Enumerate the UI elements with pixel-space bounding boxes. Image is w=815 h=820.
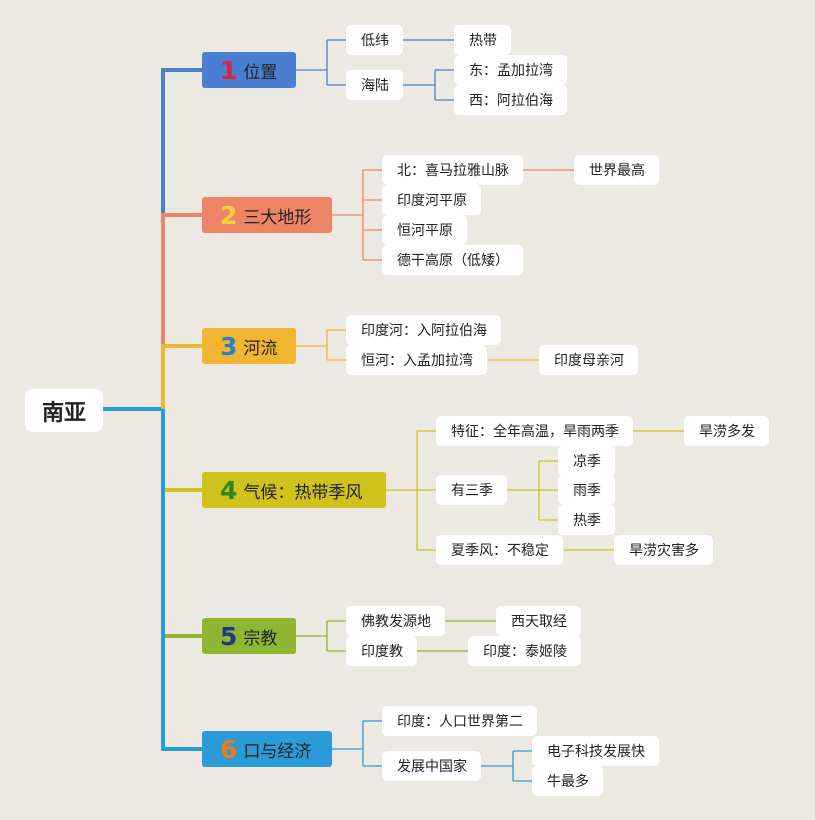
topic-location-label: 位置 bbox=[243, 62, 278, 83]
node-three-seasons[interactable]: 有三季 bbox=[436, 475, 507, 505]
topic-location[interactable]: 1 位置 bbox=[202, 52, 296, 88]
topic-population-economy-label: 口与经济 bbox=[243, 741, 312, 762]
node-indus-plain[interactable]: 印度河平原 bbox=[382, 185, 481, 215]
node-ganges-river[interactable]: 恒河：入孟加拉湾 bbox=[346, 345, 487, 375]
topic-rivers-label: 河流 bbox=[243, 338, 278, 359]
node-developing-country[interactable]: 发展中国家 bbox=[382, 751, 481, 781]
number-4: 4 bbox=[220, 475, 238, 505]
topic-religion[interactable]: 5 宗教 bbox=[202, 618, 296, 654]
node-cool-season[interactable]: 凉季 bbox=[558, 446, 615, 476]
node-east-bay-of-bengal[interactable]: 东：孟加拉湾 bbox=[454, 55, 567, 85]
number-1: 1 bbox=[220, 55, 238, 85]
root-node[interactable]: 南亚 bbox=[25, 389, 103, 432]
node-hinduism[interactable]: 印度教 bbox=[346, 636, 417, 666]
node-low-latitude[interactable]: 低纬 bbox=[346, 25, 403, 55]
node-most-cattle[interactable]: 牛最多 bbox=[532, 766, 603, 796]
number-6: 6 bbox=[220, 734, 238, 764]
node-population-second[interactable]: 印度：人口世界第二 bbox=[382, 706, 537, 736]
node-electronics[interactable]: 电子科技发展快 bbox=[532, 736, 659, 766]
topic-terrain[interactable]: 2 三大地形 bbox=[202, 197, 332, 233]
node-buddhism-origin[interactable]: 佛教发源地 bbox=[346, 606, 445, 636]
node-journey-west[interactable]: 西天取经 bbox=[496, 606, 581, 636]
node-ganges-plain[interactable]: 恒河平原 bbox=[382, 215, 467, 245]
topic-climate[interactable]: 4 气候：热带季风 bbox=[202, 472, 386, 508]
number-5: 5 bbox=[220, 621, 238, 651]
number-3: 3 bbox=[220, 331, 238, 361]
node-disasters[interactable]: 旱涝灾害多 bbox=[614, 535, 713, 565]
node-rainy-season[interactable]: 雨季 bbox=[558, 475, 615, 505]
node-west-arabian-sea[interactable]: 西：阿拉伯海 bbox=[454, 85, 567, 115]
node-north-himalayas[interactable]: 北：喜马拉雅山脉 bbox=[382, 155, 523, 185]
number-2: 2 bbox=[220, 200, 238, 230]
node-taj-mahal[interactable]: 印度：泰姬陵 bbox=[468, 636, 581, 666]
node-climate-feature[interactable]: 特征：全年高温，旱雨两季 bbox=[436, 416, 633, 446]
topic-religion-label: 宗教 bbox=[243, 628, 278, 649]
node-indus-river[interactable]: 印度河：入阿拉伯海 bbox=[346, 315, 501, 345]
node-drought-flood[interactable]: 旱涝多发 bbox=[684, 416, 769, 446]
topic-climate-label: 气候：热带季风 bbox=[243, 482, 363, 503]
topic-population-economy[interactable]: 6 口与经济 bbox=[202, 731, 332, 767]
topic-rivers[interactable]: 3 河流 bbox=[202, 328, 296, 364]
node-hot-season[interactable]: 热季 bbox=[558, 505, 615, 535]
node-world-highest[interactable]: 世界最高 bbox=[574, 155, 659, 185]
node-summer-monsoon[interactable]: 夏季风：不稳定 bbox=[436, 535, 563, 565]
node-mother-river[interactable]: 印度母亲河 bbox=[539, 345, 638, 375]
topic-terrain-label: 三大地形 bbox=[243, 207, 312, 228]
node-tropical[interactable]: 热带 bbox=[454, 25, 511, 55]
node-sea-land[interactable]: 海陆 bbox=[346, 70, 403, 100]
node-deccan-plateau[interactable]: 德干高原（低矮） bbox=[382, 245, 523, 275]
